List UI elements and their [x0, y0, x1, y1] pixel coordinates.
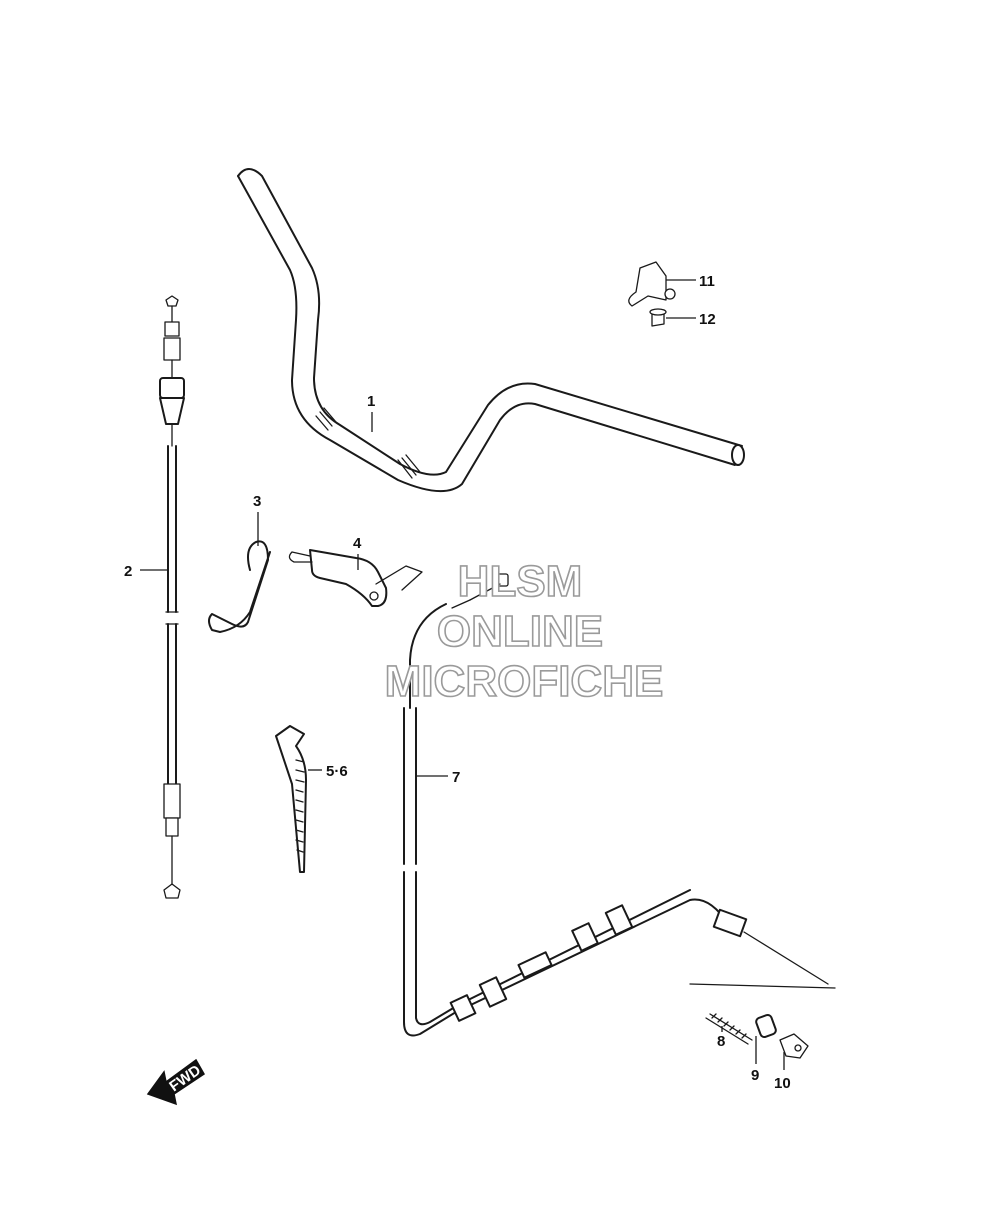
callout-label-2: 2: [124, 563, 132, 580]
callout-4: 4: [353, 535, 362, 570]
callout-11: 11: [666, 273, 715, 290]
callout-label-8: 8: [717, 1033, 725, 1050]
callout-8: 8: [717, 1026, 725, 1050]
callout-label-12: 12: [699, 311, 716, 328]
callout-label-10: 10: [774, 1075, 791, 1092]
callout-12: 12: [666, 311, 716, 328]
callout-label-1: 1: [367, 393, 375, 410]
clip-part: [208, 540, 271, 633]
bracket-part: [288, 549, 423, 607]
cable-tie-part: [275, 725, 307, 873]
callout-label-7: 7: [452, 769, 460, 786]
callout-5-6: 5·6: [308, 763, 348, 780]
callout-1: 1: [367, 393, 375, 432]
callout-label-3: 3: [253, 493, 261, 510]
callout-label-4: 4: [353, 535, 362, 552]
callout-10: 10: [774, 1052, 791, 1092]
fwd-arrow-icon: FWD: [146, 1058, 205, 1106]
callout-3: 3: [253, 493, 261, 546]
callout-9: 9: [751, 1036, 759, 1084]
handlebar-part: [237, 168, 745, 493]
watermark-line3: MICROFICHE: [385, 657, 664, 706]
small-parts-8-10: [689, 983, 836, 1059]
callout-2: 2: [124, 563, 168, 580]
cable-7-part: [403, 573, 829, 1037]
callout-label-9: 9: [751, 1067, 759, 1084]
callout-label-5-6: 5·6: [326, 763, 348, 780]
callout-label-11: 11: [699, 273, 715, 290]
watermark-line2: ONLINE: [437, 607, 603, 656]
watermark-line1: HLSM: [458, 557, 583, 606]
callout-7: 7: [416, 769, 460, 786]
clutch-cable-part: [159, 295, 185, 899]
watermark: HLSM ONLINE MICROFICHE: [384, 556, 664, 707]
small-parts-11-12: [628, 261, 676, 327]
